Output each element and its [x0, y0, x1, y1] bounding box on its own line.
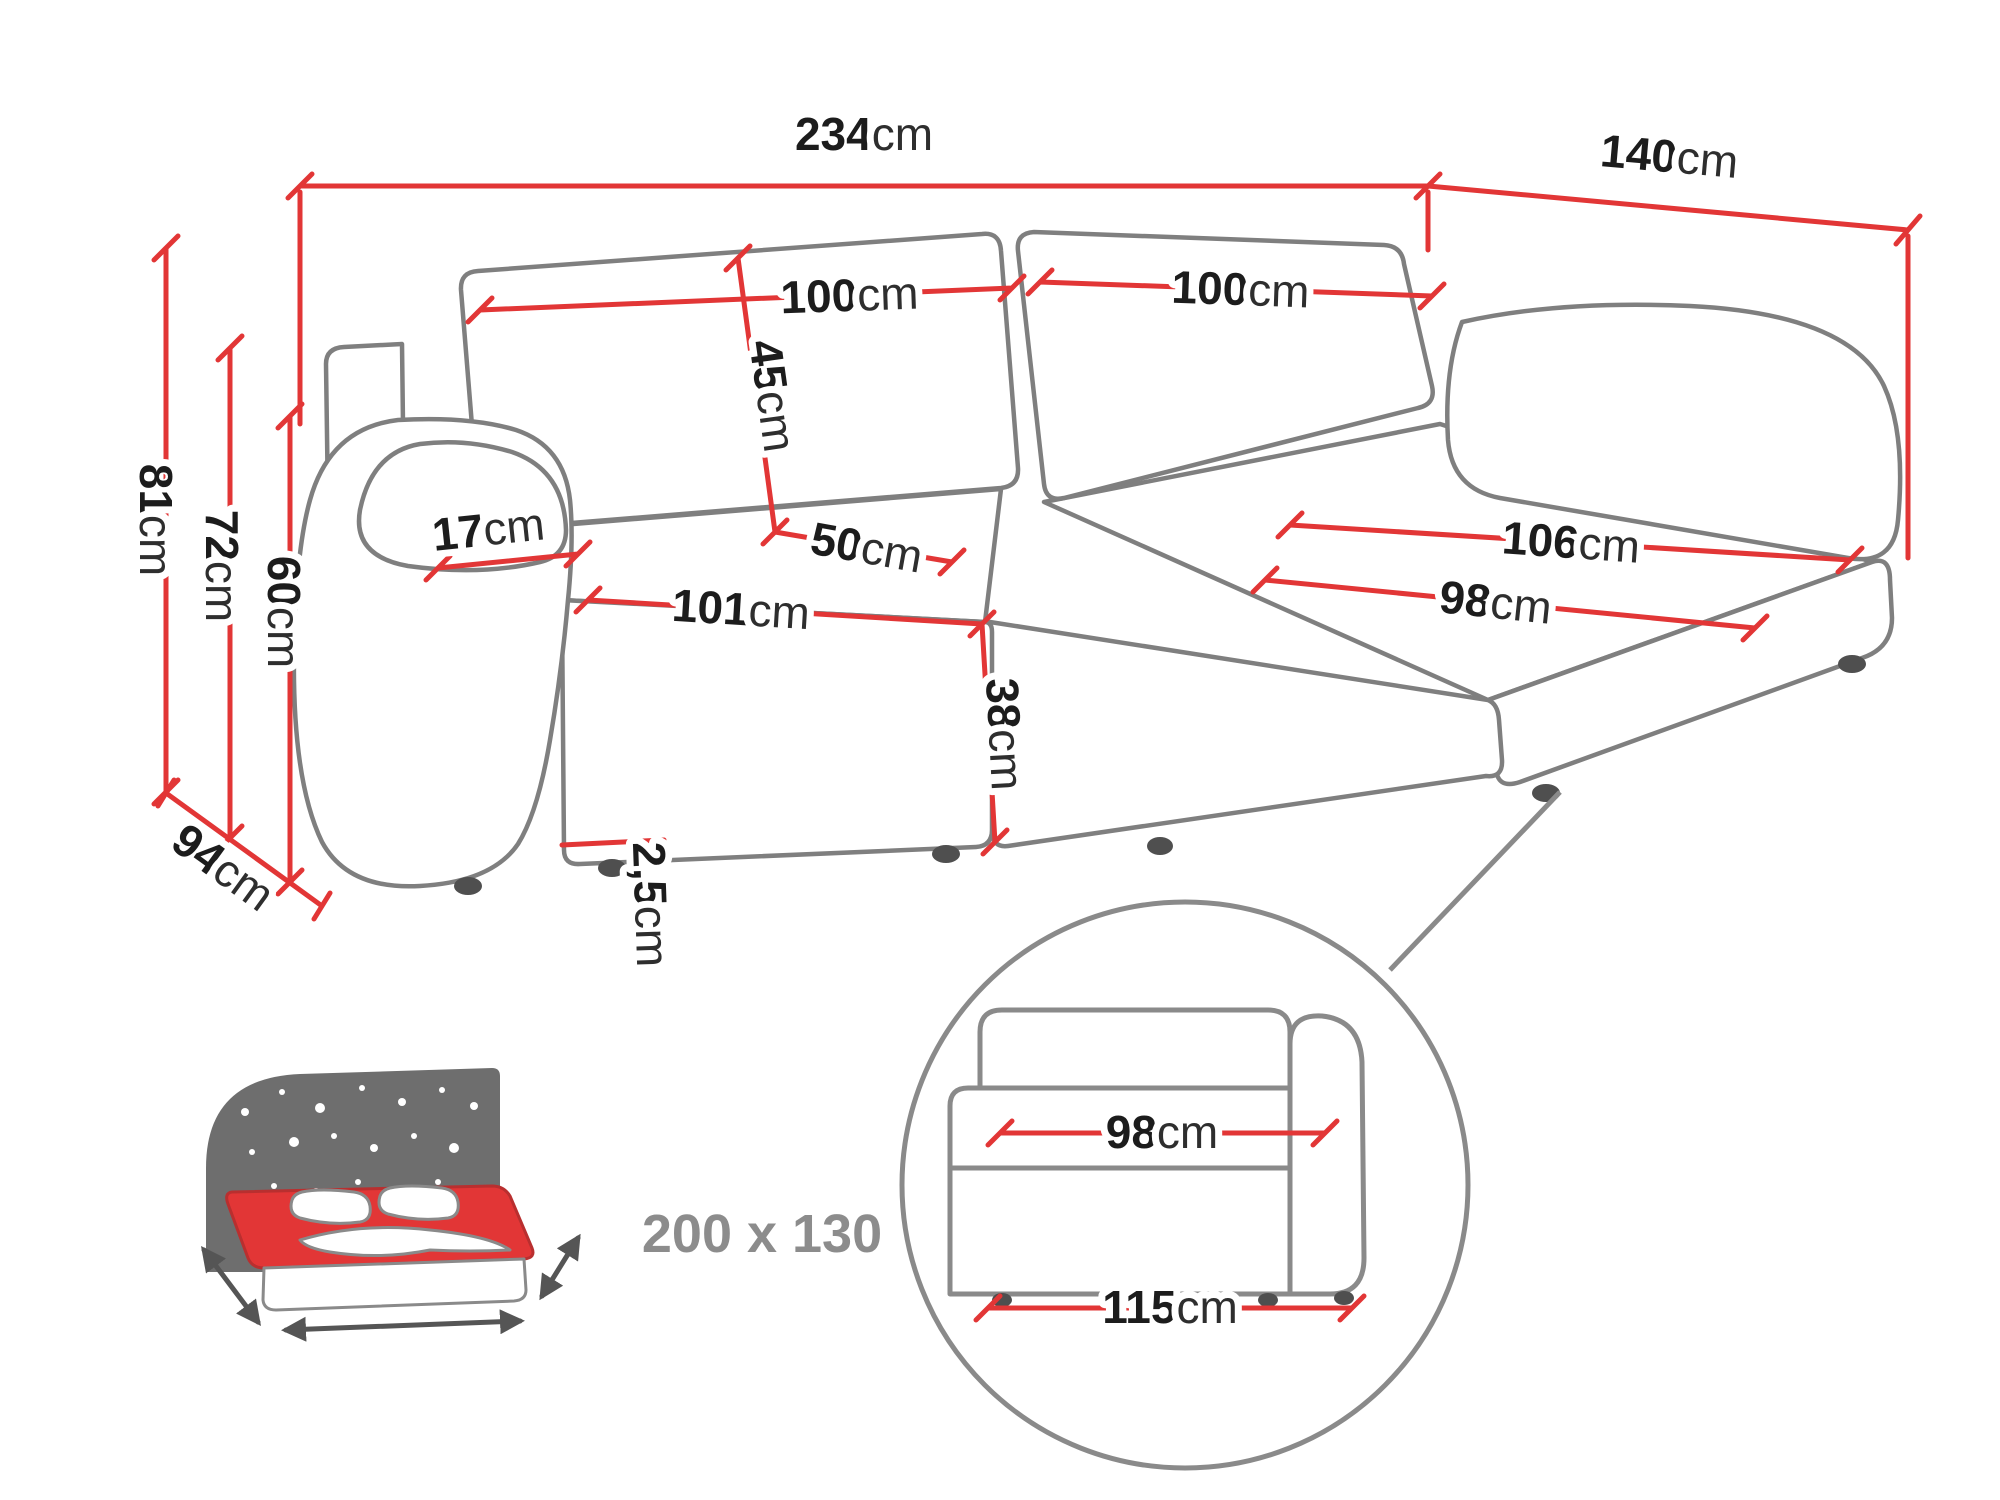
inset-back-slab	[977, 1007, 1293, 1091]
mattress-front	[261, 1257, 528, 1312]
depth-arrow-left	[201, 1246, 261, 1326]
width-arrow-bottom	[281, 1309, 525, 1342]
inset-feet	[992, 1291, 1354, 1307]
pillow-left	[289, 1188, 372, 1225]
dim-label-side-depth: 94cm	[163, 813, 285, 921]
dim-label-total-depth: 140cm	[1598, 124, 1740, 188]
dim-line-chaise-length	[1275, 510, 1865, 575]
dim-line-side-depth	[155, 777, 333, 922]
dim-line-leg-height	[559, 837, 667, 848]
sofa-feet	[454, 655, 1866, 895]
sleeping-area-size: 200 x 130	[642, 1204, 882, 1264]
dim-label-inset-seat-width: 98cm	[1106, 1106, 1219, 1158]
dim-line-inset-total-width	[973, 1293, 1367, 1323]
back-cushion-right	[1015, 229, 1435, 501]
depth-arrow-right	[539, 1233, 581, 1301]
dim-label-seat-width: 101cm	[670, 579, 811, 639]
inset-armrest	[1287, 1013, 1367, 1297]
pillow-right	[377, 1184, 460, 1221]
inset-connector-line	[1388, 790, 1562, 972]
dim-label-seat-front-height: 38cm	[976, 677, 1034, 792]
dim-label-back-cushion-right: 100cm	[1171, 261, 1311, 318]
dim-label-armrest-width: 17cm	[430, 497, 547, 560]
inset-body	[947, 1085, 1293, 1297]
seat-front-face	[559, 597, 995, 867]
dim-line-chaise-seat-width	[1250, 565, 1770, 643]
dim-label-back-cushion-left: 100cm	[780, 267, 920, 324]
dim-line-back-cushion-right	[1025, 267, 1447, 311]
dim-line-inset-seat-width	[985, 1118, 1340, 1148]
dim-line-total-depth	[1425, 183, 1923, 561]
sofa-drawing	[291, 229, 1903, 895]
dim-label-armrest-height: 60cm	[258, 556, 310, 669]
dim-label-chaise-length: 106cm	[1500, 511, 1641, 573]
blanket	[298, 1226, 512, 1258]
dim-label-leg-height: 2,5cm	[623, 841, 679, 968]
dim-label-backrest-height: 72cm	[196, 510, 248, 623]
dim-line-seat-front-height	[979, 621, 1010, 857]
sleeping-area-icon: 200 x 130	[201, 1068, 882, 1342]
left-armrest-top-pad	[356, 439, 569, 573]
dimension-lines	[151, 171, 1923, 922]
dim-line-seat-depth-inner	[772, 529, 967, 577]
detail-inset: 98cm 115cm	[899, 790, 1562, 1471]
inset-dimension-lines	[973, 1118, 1367, 1323]
chaise-front-face	[1485, 558, 1895, 787]
dim-label-inset-total-width: 115cm	[1102, 1281, 1238, 1333]
dim-line-armrest-width	[423, 539, 593, 583]
dim-label-total-width: 234cm	[795, 108, 933, 160]
dim-label-total-height: 81cm	[130, 464, 182, 577]
right-armrest	[1445, 302, 1903, 562]
